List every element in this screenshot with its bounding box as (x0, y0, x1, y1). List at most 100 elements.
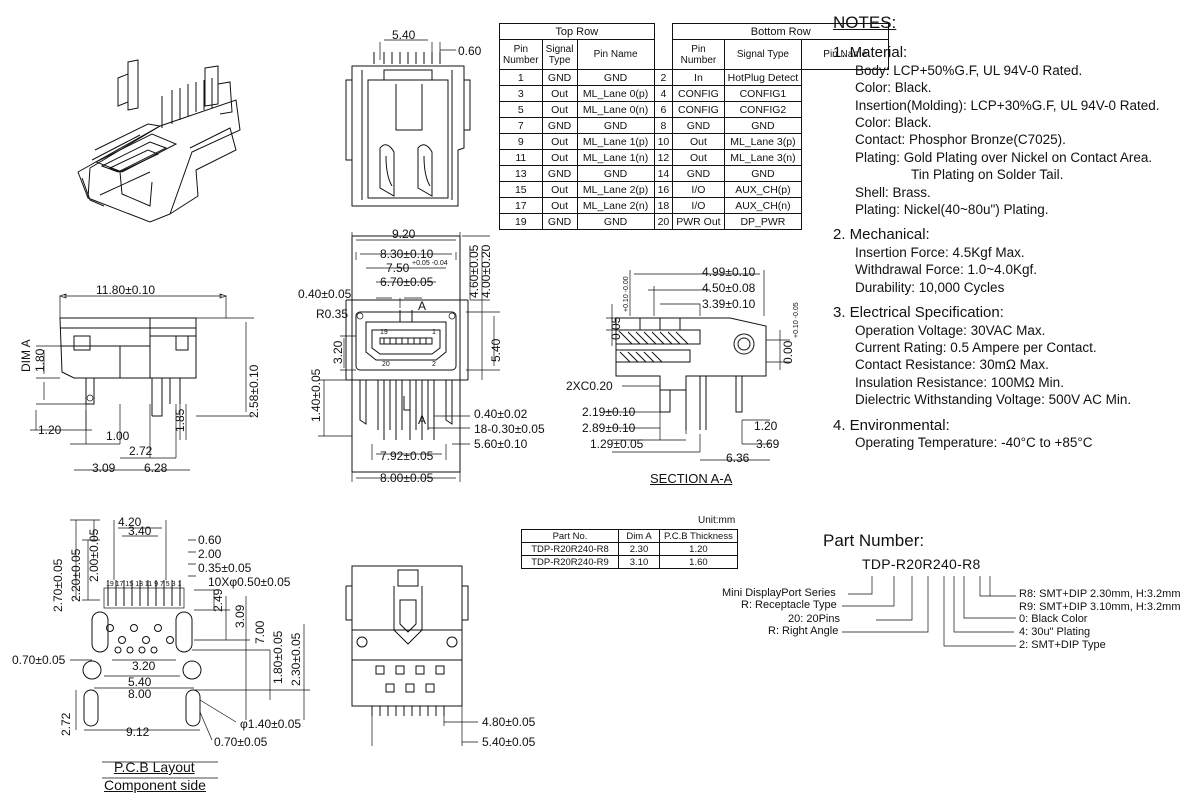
svg-text:0.05: 0.05 (609, 316, 623, 340)
svg-text:φ1.40±0.05: φ1.40±0.05 (240, 717, 301, 731)
pin-cell: ML_Lane 3(n) (723, 149, 803, 166)
svg-text:9.20: 9.20 (392, 227, 416, 241)
note-line: Plating: Gold Plating over Nickel on Con… (855, 149, 1153, 165)
svg-text:1.85: 1.85 (173, 408, 187, 432)
pn-receptacle: R: Receptacle Type (741, 599, 837, 611)
notes-environmental-heading: 4. Environmental: (833, 416, 950, 434)
pin-cell: 17 (499, 197, 543, 214)
note-line: Insertion Force: 4.5Kgf Max. (855, 244, 1025, 260)
col-pin-name: Pin Name (576, 39, 655, 70)
section-view (604, 270, 790, 461)
svg-text:0.40±0.02: 0.40±0.02 (474, 407, 528, 421)
parts-header: Part No. (521, 529, 619, 543)
svg-text:1.80±0.05: 1.80±0.05 (271, 630, 285, 684)
pin-cell: I/O (672, 197, 725, 214)
svg-text:2.72: 2.72 (59, 712, 73, 736)
pin-cell: Out (541, 101, 578, 118)
parts-cell: TDP-R20R240-R8 (521, 542, 619, 556)
svg-text:4.20: 4.20 (118, 515, 142, 529)
note-line: Body: LCP+50%G.F, UL 94V-0 Rated. (855, 62, 1083, 78)
col-pin-number: Pin Number (672, 39, 725, 70)
svg-text:2.19±0.10: 2.19±0.10 (582, 405, 636, 419)
pin-cell: 8 (653, 117, 674, 134)
pin-cell: ML_Lane 2(n) (576, 197, 655, 214)
pin-cell: 4 (653, 85, 674, 102)
svg-text:+0.10 -0.05: +0.10 -0.05 (793, 302, 800, 338)
svg-text:6.36: 6.36 (726, 451, 750, 465)
bottom-view (345, 565, 478, 746)
notes-heading: NOTES: (833, 13, 897, 32)
pin-table: Top Row Bottom Row Pin Number Signal Typ… (499, 23, 890, 230)
note-line: Contact: Phosphor Bronze(C7025). (855, 132, 1066, 148)
parts-cell: 1.20 (659, 542, 738, 556)
pin-cell: 13 (499, 165, 543, 182)
dimension-labels: 5.40 0.60 11.80±0.10 DIM A 1.80 2.58±0.1… (12, 28, 800, 749)
note-line: Color: Black. (855, 80, 932, 96)
svg-text:2.20±0.05: 2.20±0.05 (69, 548, 83, 602)
parts-header: Dim A (618, 529, 660, 543)
col-signal-type: Signal Type (541, 39, 578, 70)
pin-cell: 15 (499, 181, 543, 198)
svg-text:2.89±0.10: 2.89±0.10 (582, 421, 636, 435)
svg-text:10Xφ0.50±0.05: 10Xφ0.50±0.05 (208, 575, 291, 589)
notes-mechanical-heading: 2. Mechanical: (833, 226, 930, 244)
svg-text:2XC0.20: 2XC0.20 (566, 379, 613, 393)
pin-cell: DP_PWR (723, 213, 803, 230)
svg-text:A: A (418, 413, 426, 427)
pin-cell: GND (541, 213, 578, 230)
pin-cell: PWR Out (672, 213, 725, 230)
svg-text:1: 1 (432, 329, 436, 336)
svg-text:4.99±0.10: 4.99±0.10 (702, 265, 756, 279)
parts-cell: TDP-R20R240-R9 (521, 555, 619, 569)
pin-cell: AUX_CH(p) (723, 181, 803, 198)
pn-type: 2: SMT+DIP Type (1019, 639, 1106, 651)
pin-cell: Out (541, 85, 578, 102)
pin-cell: AUX_CH(n) (723, 197, 803, 214)
svg-text:6.28: 6.28 (144, 461, 168, 475)
col-signal-type: Signal Type (723, 39, 803, 70)
pin-cell: GND (576, 165, 655, 182)
pn-pins: 20: 20Pins (788, 613, 840, 625)
svg-text:0.60: 0.60 (198, 533, 222, 547)
notes-material-heading: 1. Material: (833, 44, 908, 62)
svg-text:4.50±0.08: 4.50±0.08 (702, 281, 756, 295)
svg-text:2.70±0.05: 2.70±0.05 (51, 558, 65, 612)
svg-text:2.00±0.05: 2.00±0.05 (87, 528, 101, 582)
pin-cell: In (672, 69, 725, 86)
part-number-title: Part Number: (823, 531, 925, 550)
svg-text:5.40: 5.40 (489, 338, 503, 362)
pin-cell: GND (576, 69, 655, 86)
pn-color: 0: Black Color (1019, 613, 1088, 625)
svg-text:0.60: 0.60 (458, 44, 482, 58)
unit-label: Unit:mm (698, 515, 736, 526)
svg-text:11.80±0.10: 11.80±0.10 (96, 283, 155, 297)
svg-text:3.39±0.10: 3.39±0.10 (702, 297, 756, 311)
svg-text:2.58±0.10: 2.58±0.10 (247, 364, 261, 418)
pin-cell: 3 (499, 85, 543, 102)
svg-text:A: A (418, 299, 426, 313)
part-number-code: TDP-R20R240-R8 (862, 556, 981, 572)
svg-text:2: 2 (432, 361, 436, 368)
svg-text:2.30±0.05: 2.30±0.05 (289, 632, 303, 686)
note-line: Insertion(Molding): LCP+30%G.F, UL 94V-0… (855, 97, 1160, 113)
pin-cell: ML_Lane 1(p) (576, 133, 655, 150)
svg-text:7.00: 7.00 (253, 620, 267, 644)
note-line: Insulation Resistance: 100MΩ Min. (855, 374, 1064, 390)
svg-text:1.40±0.05: 1.40±0.05 (309, 368, 323, 422)
parts-cell: 2.30 (618, 542, 660, 556)
component-side-label: Component side (104, 777, 206, 793)
note-line: Durability: 10,000 Cycles (855, 279, 1005, 295)
pin-cell: GND (576, 117, 655, 134)
parts-table: Part No. Dim A P.C.B Thickness TDP-R20R2… (521, 529, 738, 569)
svg-text:0.70±0.05: 0.70±0.05 (214, 735, 268, 749)
top-row-title: Top Row (499, 23, 655, 40)
pin-cell: 18 (653, 197, 674, 214)
pin-cell: 7 (499, 117, 543, 134)
section-label: SECTION A-A (650, 471, 733, 486)
pin-cell: GND (723, 165, 803, 182)
svg-text:3.20: 3.20 (331, 340, 345, 364)
